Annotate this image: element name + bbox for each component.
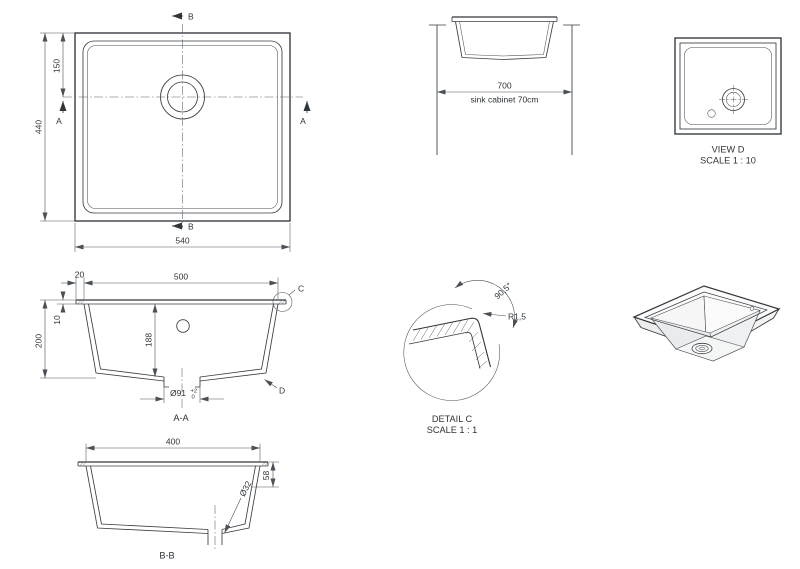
section-aa-outline: [75, 299, 287, 408]
dim-500-label: 500: [174, 272, 188, 282]
cabinet-sink-profile: [451, 16, 558, 60]
section-label-b-top: B: [188, 12, 194, 22]
detail-profile: [408, 317, 492, 369]
dim-drain-91-tol-lower: 0: [192, 395, 195, 401]
dim-10-label: 10: [52, 315, 62, 325]
detail-c-title: DETAIL C: [432, 414, 473, 424]
detail-c-scale: SCALE 1 : 1: [427, 425, 478, 435]
dim-400-label: 400: [166, 437, 180, 447]
section-label-b-bottom: B: [188, 222, 194, 232]
dim-700-label: 700: [497, 81, 511, 91]
view-d-title: VIEW D: [712, 145, 745, 155]
dim-150-label: 150: [52, 59, 62, 73]
section-bb-title: B-B: [159, 551, 174, 561]
view-d-overflow-hole: [707, 109, 716, 118]
dim-540-label: 540: [175, 236, 189, 246]
plan-centerlines: [63, 24, 303, 228]
isometric-view: [632, 285, 781, 362]
section-bb: 400 58 Ø32 B-B: [77, 437, 279, 561]
detail-dimensions: 90,5° R1,5: [454, 280, 526, 329]
detail-hatching: [412, 318, 488, 369]
detail-d-marker-label: D: [279, 386, 285, 396]
cabinet-caption: sink cabinet 70cm: [470, 95, 538, 105]
section-bb-outline: [77, 461, 269, 551]
section-aa: C D 500 20 10 200 188 Ø91 +2 0 A-A: [34, 270, 305, 424]
detail-c-view: 90,5° R1,5 DETAIL C SCALE 1 : 1: [403, 280, 526, 435]
detail-c-marker-label: C: [298, 284, 304, 294]
iso-rim-inner-edge: [643, 291, 768, 338]
view-d: VIEW D SCALE 1 : 10: [674, 37, 782, 166]
detail-boundary-arc: [403, 304, 500, 401]
iso-overflow-hole: [749, 306, 755, 311]
dim-radius-label: R1,5: [508, 312, 526, 322]
dim-200-label: 200: [34, 334, 44, 348]
detail-c-circle: [272, 292, 293, 312]
dim-drain-91-tol-upper: +2: [191, 389, 198, 395]
view-d-scale: SCALE 1 : 10: [700, 156, 756, 166]
plan-section-markers: B B A A: [56, 12, 311, 232]
dim-drain-91-label: Ø91: [170, 388, 186, 398]
plan-dimensions: 150 440 540: [34, 32, 291, 252]
cabinet-dimensions: 700 sink cabinet 70cm: [437, 81, 572, 105]
iso-drain-inner: [695, 344, 709, 352]
dim-angle-label: 90,5°: [492, 280, 514, 301]
section-aa-detail-markers: C D: [264, 284, 304, 396]
dim-58-label: 58: [261, 471, 271, 481]
dim-188-label: 188: [144, 333, 154, 347]
view-d-outline: [674, 37, 782, 135]
section-label-a-left: A: [56, 116, 62, 126]
view-d-drain-inner: [726, 92, 741, 107]
section-aa-title: A-A: [173, 413, 189, 423]
section-aa-dimensions: 500 20 10 200 188 Ø91 +2 0: [34, 270, 279, 403]
section-aa-overflow-hole: [176, 319, 190, 333]
dim-440-label: 440: [34, 120, 44, 134]
section-bb-dimensions: 400 58 Ø32: [85, 437, 279, 534]
iso-drain-center: [699, 346, 705, 351]
section-label-a-right: A: [300, 116, 306, 126]
dim-20-label: 20: [75, 270, 85, 280]
cabinet-view: 700 sink cabinet 70cm: [429, 16, 580, 155]
plan-view: B B A A 150 440 540: [34, 12, 311, 252]
